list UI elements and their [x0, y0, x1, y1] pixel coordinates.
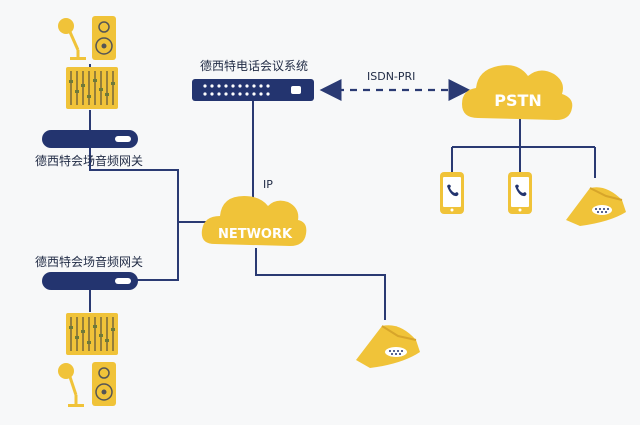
pbx-system-label: 德西特电话会议系统 [200, 59, 309, 73]
ip-link-label: IP [263, 178, 273, 191]
network-cloud-icon: NETWORK [201, 196, 307, 246]
microphone-bottom-icon [58, 363, 84, 407]
network-to-conf-phone-line [255, 248, 386, 320]
gateway-bottom-label: 德西特会场音频网关 [35, 255, 144, 269]
audio-mixer-bottom-icon [66, 313, 118, 355]
speaker-bottom-icon [92, 362, 116, 406]
speaker-top-icon [92, 16, 116, 60]
pbx-server-icon [192, 79, 314, 101]
conference-phone-ip-icon [356, 325, 420, 368]
microphone-top-icon [58, 18, 86, 60]
pstn-cloud-icon: PSTN [462, 65, 573, 120]
gateway-device-top-icon [42, 130, 138, 148]
isdn-link-label: ISDN-PRI [367, 70, 416, 83]
mobile-phone-1-icon [440, 172, 464, 214]
audio-mixer-top-icon [66, 67, 118, 109]
mobile-phone-2-icon [508, 172, 532, 214]
gateway-device-bottom-icon [42, 272, 138, 290]
network-cloud-label: NETWORK [218, 227, 293, 242]
conference-phone-pstn-icon [566, 187, 626, 226]
gateway-top-label: 德西特会场音频网关 [35, 154, 144, 168]
pstn-cloud-label: PSTN [494, 91, 542, 110]
pstn-branch-lines [451, 118, 596, 178]
